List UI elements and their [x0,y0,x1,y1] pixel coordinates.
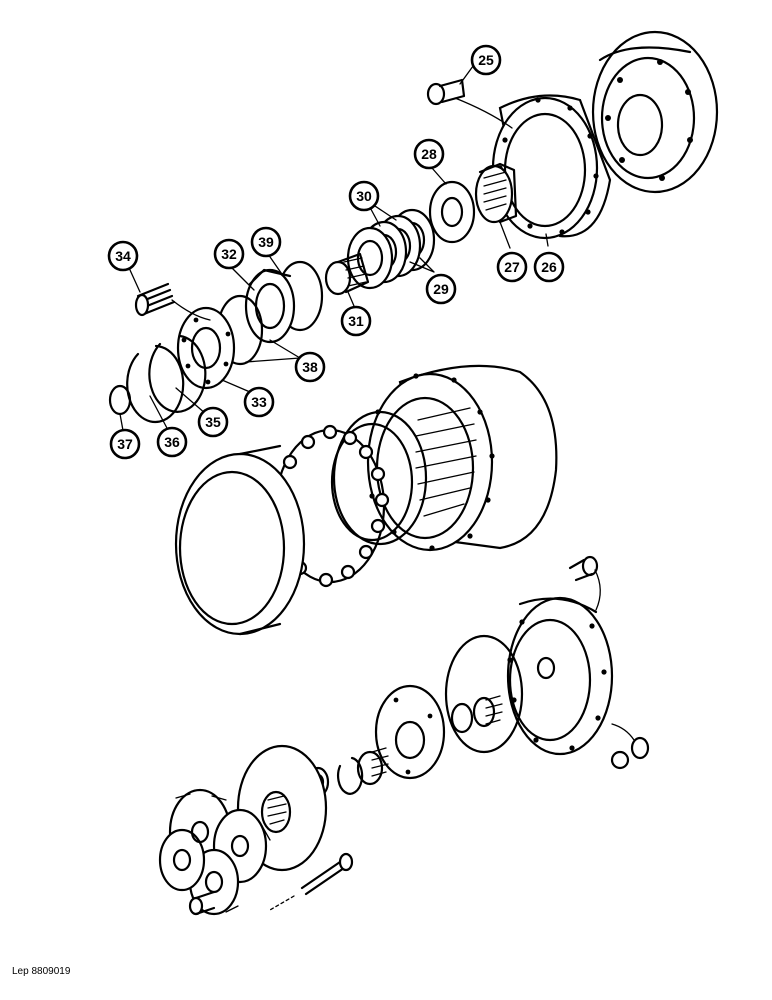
part-gear-31 [324,252,370,296]
part-bearing-race-inner [330,410,428,546]
callout-31-label: 31 [348,313,364,329]
callout-27: 27 [496,251,528,283]
part-long-bolt [269,852,354,911]
callout-33: 33 [243,386,275,418]
callout-39: 39 [250,226,282,258]
part-o-ring [444,634,524,754]
callout-25: 25 [470,44,502,76]
callout-26-label: 26 [541,259,557,275]
callout-36: 36 [156,426,188,458]
callout-37: 37 [109,428,141,460]
callout-36-label: 36 [164,434,180,450]
callout-32-label: 32 [221,246,237,262]
callout-37-label: 37 [117,436,133,452]
part-ring-bolt [568,555,601,611]
part-gear-27 [474,162,518,224]
callout-39-label: 39 [258,234,274,250]
part-carrier-plate [374,684,446,780]
callout-29: 29 [425,273,457,305]
callout-28: 28 [413,138,445,170]
part-hub-housing [365,364,558,552]
part-snap-ring-35 [148,334,207,413]
callout-32: 32 [213,238,245,270]
part-ring-gear [506,596,614,756]
callout-30-label: 30 [356,188,372,204]
callout-30: 30 [348,180,380,212]
part-washer-28 [428,180,476,244]
callout-34: 34 [107,240,139,272]
part-snap-ring-lower [336,756,364,795]
part-planet-gears [158,788,271,916]
callout-38-label: 38 [302,359,318,375]
part-plate-33 [176,306,236,390]
callout-38: 38 [294,351,326,383]
part-thrust-washer [450,702,474,734]
part-snap-ring-36 [126,344,185,424]
part-bearing-cup [174,444,306,636]
part-housing-ring [491,94,612,240]
part-piston-32 [244,268,296,344]
callout-34-label: 34 [115,248,131,264]
callout-29-label: 29 [433,281,449,297]
reference-code: Lep 8809019 [12,966,71,977]
part-screw-25 [426,78,513,129]
part-small-gear [356,747,389,786]
part-planet-pin [188,890,216,916]
part-ring-screw [610,723,650,770]
part-housing-flange [591,30,719,194]
callout-27-label: 27 [504,259,520,275]
callout-25-label: 25 [478,52,494,68]
part-circlip-37 [108,384,132,416]
callout-35-label: 35 [205,414,221,430]
callout-33-label: 33 [251,394,267,410]
part-sun-gear [472,695,503,728]
callout-31: 31 [340,305,372,337]
callout-35: 35 [197,406,229,438]
callout-26: 26 [533,251,565,283]
part-spring-34 [134,282,211,321]
callout-28-label: 28 [421,146,437,162]
part-friction-discs [346,208,436,290]
